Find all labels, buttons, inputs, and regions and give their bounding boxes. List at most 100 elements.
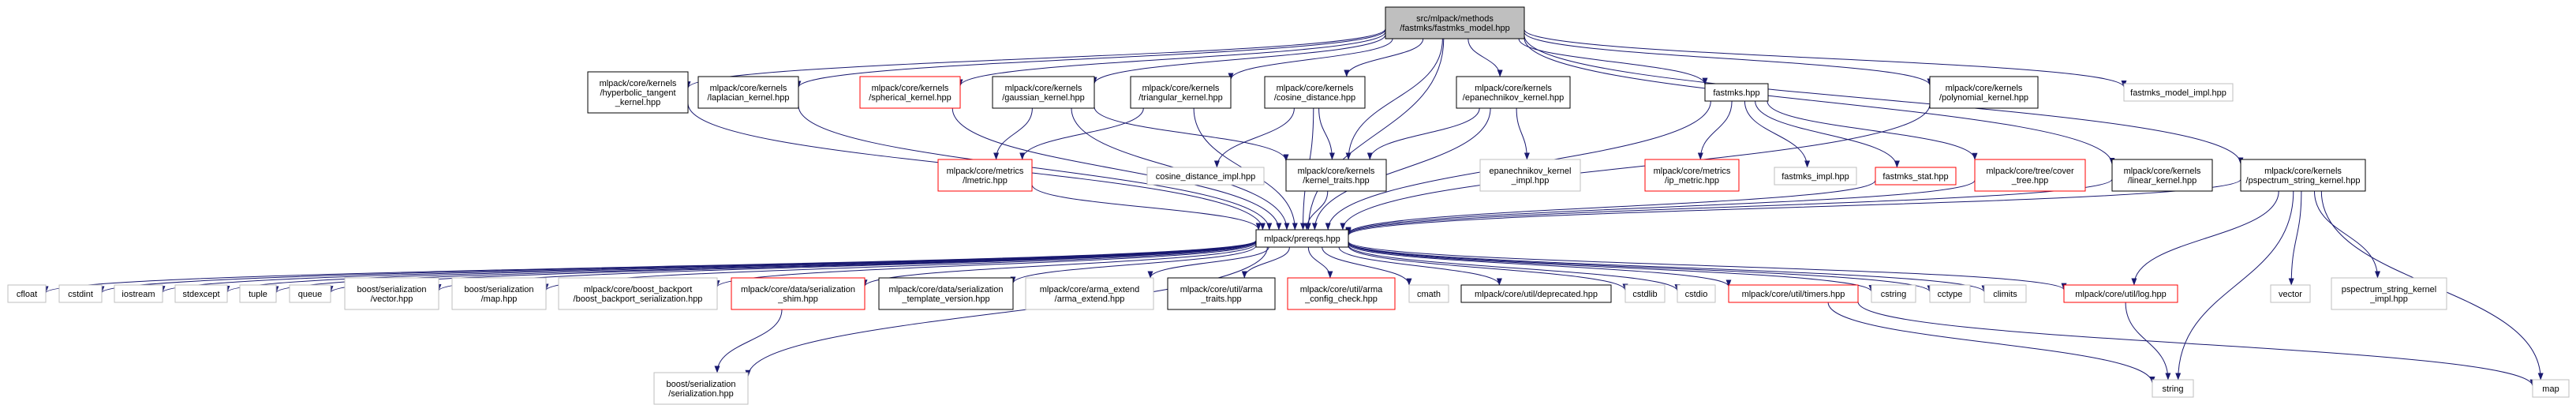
edge-root-to-gaussian xyxy=(1091,34,1386,84)
node-cosine[interactable]: mlpack/core/kernels/cosine_distance.hpp xyxy=(1264,76,1366,109)
edge-triangular-to-lmetric xyxy=(1019,107,1144,160)
node-label-line: /epanechnikov_kernel.hpp xyxy=(1463,93,1564,103)
node-label-line: fastmks.hpp xyxy=(1713,88,1759,98)
node-box xyxy=(1974,159,2086,192)
node-polynomial[interactable]: mlpack/core/kernels/polynomial_kernel.hp… xyxy=(1929,76,2039,109)
node-label-line: mlpack/core/util/arma xyxy=(1300,285,1383,294)
node-linear[interactable]: mlpack/core/kernels/linear_kernel.hpp xyxy=(2111,159,2213,192)
node-fastmks_stat[interactable]: fastmks_stat.hpp xyxy=(1875,167,1957,186)
node-label-line: mlpack/core/kernels xyxy=(600,79,677,88)
node-label-line: /kernel_traits.hpp xyxy=(1303,176,1369,186)
node-hyperbolic[interactable]: mlpack/core/kernels/hyperbolic_tangent_k… xyxy=(587,71,689,114)
node-arma_config[interactable]: mlpack/core/util/arma_config_check.hpp xyxy=(1287,277,1396,310)
node-box xyxy=(558,277,718,310)
node-string: string xyxy=(2152,379,2194,398)
edge-prereqs-to-cstdlib xyxy=(1348,246,1628,291)
node-label-line: mlpack/core/tree/cover xyxy=(1986,167,2074,176)
node-cmath: cmath xyxy=(1408,284,1449,303)
node-cover_tree[interactable]: mlpack/core/tree/cover_tree.hpp xyxy=(1974,159,2086,192)
node-serialization_shim[interactable]: mlpack/core/data/serialization_shim.hpp xyxy=(731,277,866,310)
node-label-line: src/mlpack/methods xyxy=(1416,14,1494,24)
node-deprecated[interactable]: mlpack/core/util/deprecated.hpp xyxy=(1460,284,1612,303)
node-label-line: boost/serialization xyxy=(464,285,533,294)
edge-root-to-fastmks xyxy=(1518,38,1708,85)
node-cfloat: cfloat xyxy=(7,284,47,303)
node-box xyxy=(1871,284,1916,303)
node-label-line: mlpack/core/kernels xyxy=(710,84,787,93)
edge-prereqs-to-log xyxy=(1348,241,2067,291)
node-box xyxy=(289,284,331,303)
node-label-line: fastmks_impl.hpp xyxy=(1782,172,1849,182)
node-label-line: mlpack/core/metrics xyxy=(947,167,1024,176)
node-label-line: /map.hpp xyxy=(481,294,518,304)
edge-root-to-prereqs xyxy=(1305,38,1445,231)
edge-root-to-fastmks_model_impl xyxy=(1524,29,2127,88)
node-triangular[interactable]: mlpack/core/kernels/triangular_kernel.hp… xyxy=(1130,76,1232,109)
node-label-line: /cosine_distance.hpp xyxy=(1274,93,1355,103)
node-fastmks[interactable]: fastmks.hpp xyxy=(1704,83,1769,102)
node-box xyxy=(937,159,1033,192)
node-label-line: map xyxy=(2542,384,2559,394)
edge-gaussian-to-kernel_traits xyxy=(1094,107,1289,162)
node-label-line: mlpack/core/kernels xyxy=(1475,84,1552,93)
edge-gaussian-to-lmetric xyxy=(993,107,1033,160)
edge-prereqs-to-climits xyxy=(1348,242,1987,293)
node-prereqs[interactable]: mlpack/prereqs.hpp xyxy=(1255,229,1349,248)
node-gaussian[interactable]: mlpack/core/kernels/gaussian_kernel.hpp xyxy=(992,76,1095,109)
node-timers[interactable]: mlpack/core/util/timers.hpp xyxy=(1728,284,1859,303)
node-pspectrum[interactable]: mlpack/core/kernels/pspectrum_string_ker… xyxy=(2240,159,2366,192)
node-kernel_traits[interactable]: mlpack/core/kernels/kernel_traits.hpp xyxy=(1285,159,1387,192)
edge-prereqs-to-arma_traits xyxy=(1241,246,1290,279)
node-spherical[interactable]: mlpack/core/kernels/spherical_kernel.hpp xyxy=(859,76,961,109)
edge-prereqs-to-cstdio xyxy=(1348,245,1681,292)
edge-timers-to-string xyxy=(1827,302,2155,384)
edge-fastmks_stat-to-prereqs xyxy=(1345,180,1876,234)
edge-pspectrum-to-string xyxy=(2175,190,2294,381)
node-box xyxy=(1875,167,1957,186)
node-arma_traits[interactable]: mlpack/core/util/arma_traits.hpp xyxy=(1167,277,1276,310)
edge-cosine-to-cosine_impl xyxy=(1213,107,1295,168)
node-ip_metric[interactable]: mlpack/core/metrics/ip_metric.hpp xyxy=(1644,159,1740,192)
node-label-line: cctype xyxy=(1938,290,1963,299)
edge-prereqs-to-bs_serialization xyxy=(745,246,1268,377)
edge-prereqs-to-arma_config xyxy=(1307,246,1333,279)
node-label-line: mlpack/core/kernels xyxy=(1277,84,1354,93)
node-box xyxy=(1285,159,1387,192)
node-label-line: /ip_metric.hpp xyxy=(1665,176,1719,186)
node-label-line: cfloat xyxy=(17,290,37,299)
edge-root-to-triangular xyxy=(1228,38,1393,81)
node-box xyxy=(878,277,1014,310)
node-box xyxy=(1929,76,2039,109)
node-label-line: _tree.hpp xyxy=(2011,176,2048,186)
node-label-line: /vector.hpp xyxy=(371,294,413,304)
node-label-line: vector xyxy=(2279,290,2302,299)
node-log[interactable]: mlpack/core/util/log.hpp xyxy=(2063,284,2178,303)
edge-laplacian-to-prereqs xyxy=(798,105,1273,231)
node-root[interactable]: src/mlpack/methods/fastmks/fastmks_model… xyxy=(1385,6,1525,39)
node-epan_impl: epanechnikov_kernel_impl.hpp xyxy=(1479,159,1581,192)
node-laplacian[interactable]: mlpack/core/kernels/laplacian_kernel.hpp xyxy=(697,76,799,109)
node-label-line: cstdio xyxy=(1685,290,1708,299)
edge-prereqs-to-cstring xyxy=(1348,242,1875,292)
node-arma_extend: mlpack/core/arma_extend/arma_extend.hpp xyxy=(1025,277,1154,310)
node-box xyxy=(1677,284,1716,303)
node-box xyxy=(2331,277,2447,310)
node-label-line: /triangular_kernel.hpp xyxy=(1138,93,1222,103)
node-box xyxy=(1264,76,1366,109)
node-bs_map: boost/serialization/map.hpp xyxy=(451,277,547,310)
edge-prereqs-to-serialization_template xyxy=(1010,245,1257,284)
node-label-line: _config_check.hpp xyxy=(1304,294,1378,304)
node-label-line: cstring xyxy=(1881,290,1906,299)
node-box xyxy=(2240,159,2366,192)
node-serialization_template[interactable]: mlpack/core/data/serialization_template_… xyxy=(878,277,1014,310)
edge-polynomial-to-prereqs xyxy=(1340,103,1931,231)
node-lmetric[interactable]: mlpack/core/metrics/lmetric.hpp xyxy=(937,159,1033,192)
node-cosine_impl: cosine_distance_impl.hpp xyxy=(1146,167,1265,186)
node-box xyxy=(1025,277,1154,310)
edge-root-to-linear xyxy=(1524,37,2115,165)
edge-pspectrum-to-log xyxy=(2131,190,2279,286)
node-box xyxy=(2063,284,2178,303)
node-epanechnikov[interactable]: mlpack/core/kernels/epanechnikov_kernel.… xyxy=(1456,76,1571,109)
edge-timers-to-map xyxy=(1857,302,2536,387)
